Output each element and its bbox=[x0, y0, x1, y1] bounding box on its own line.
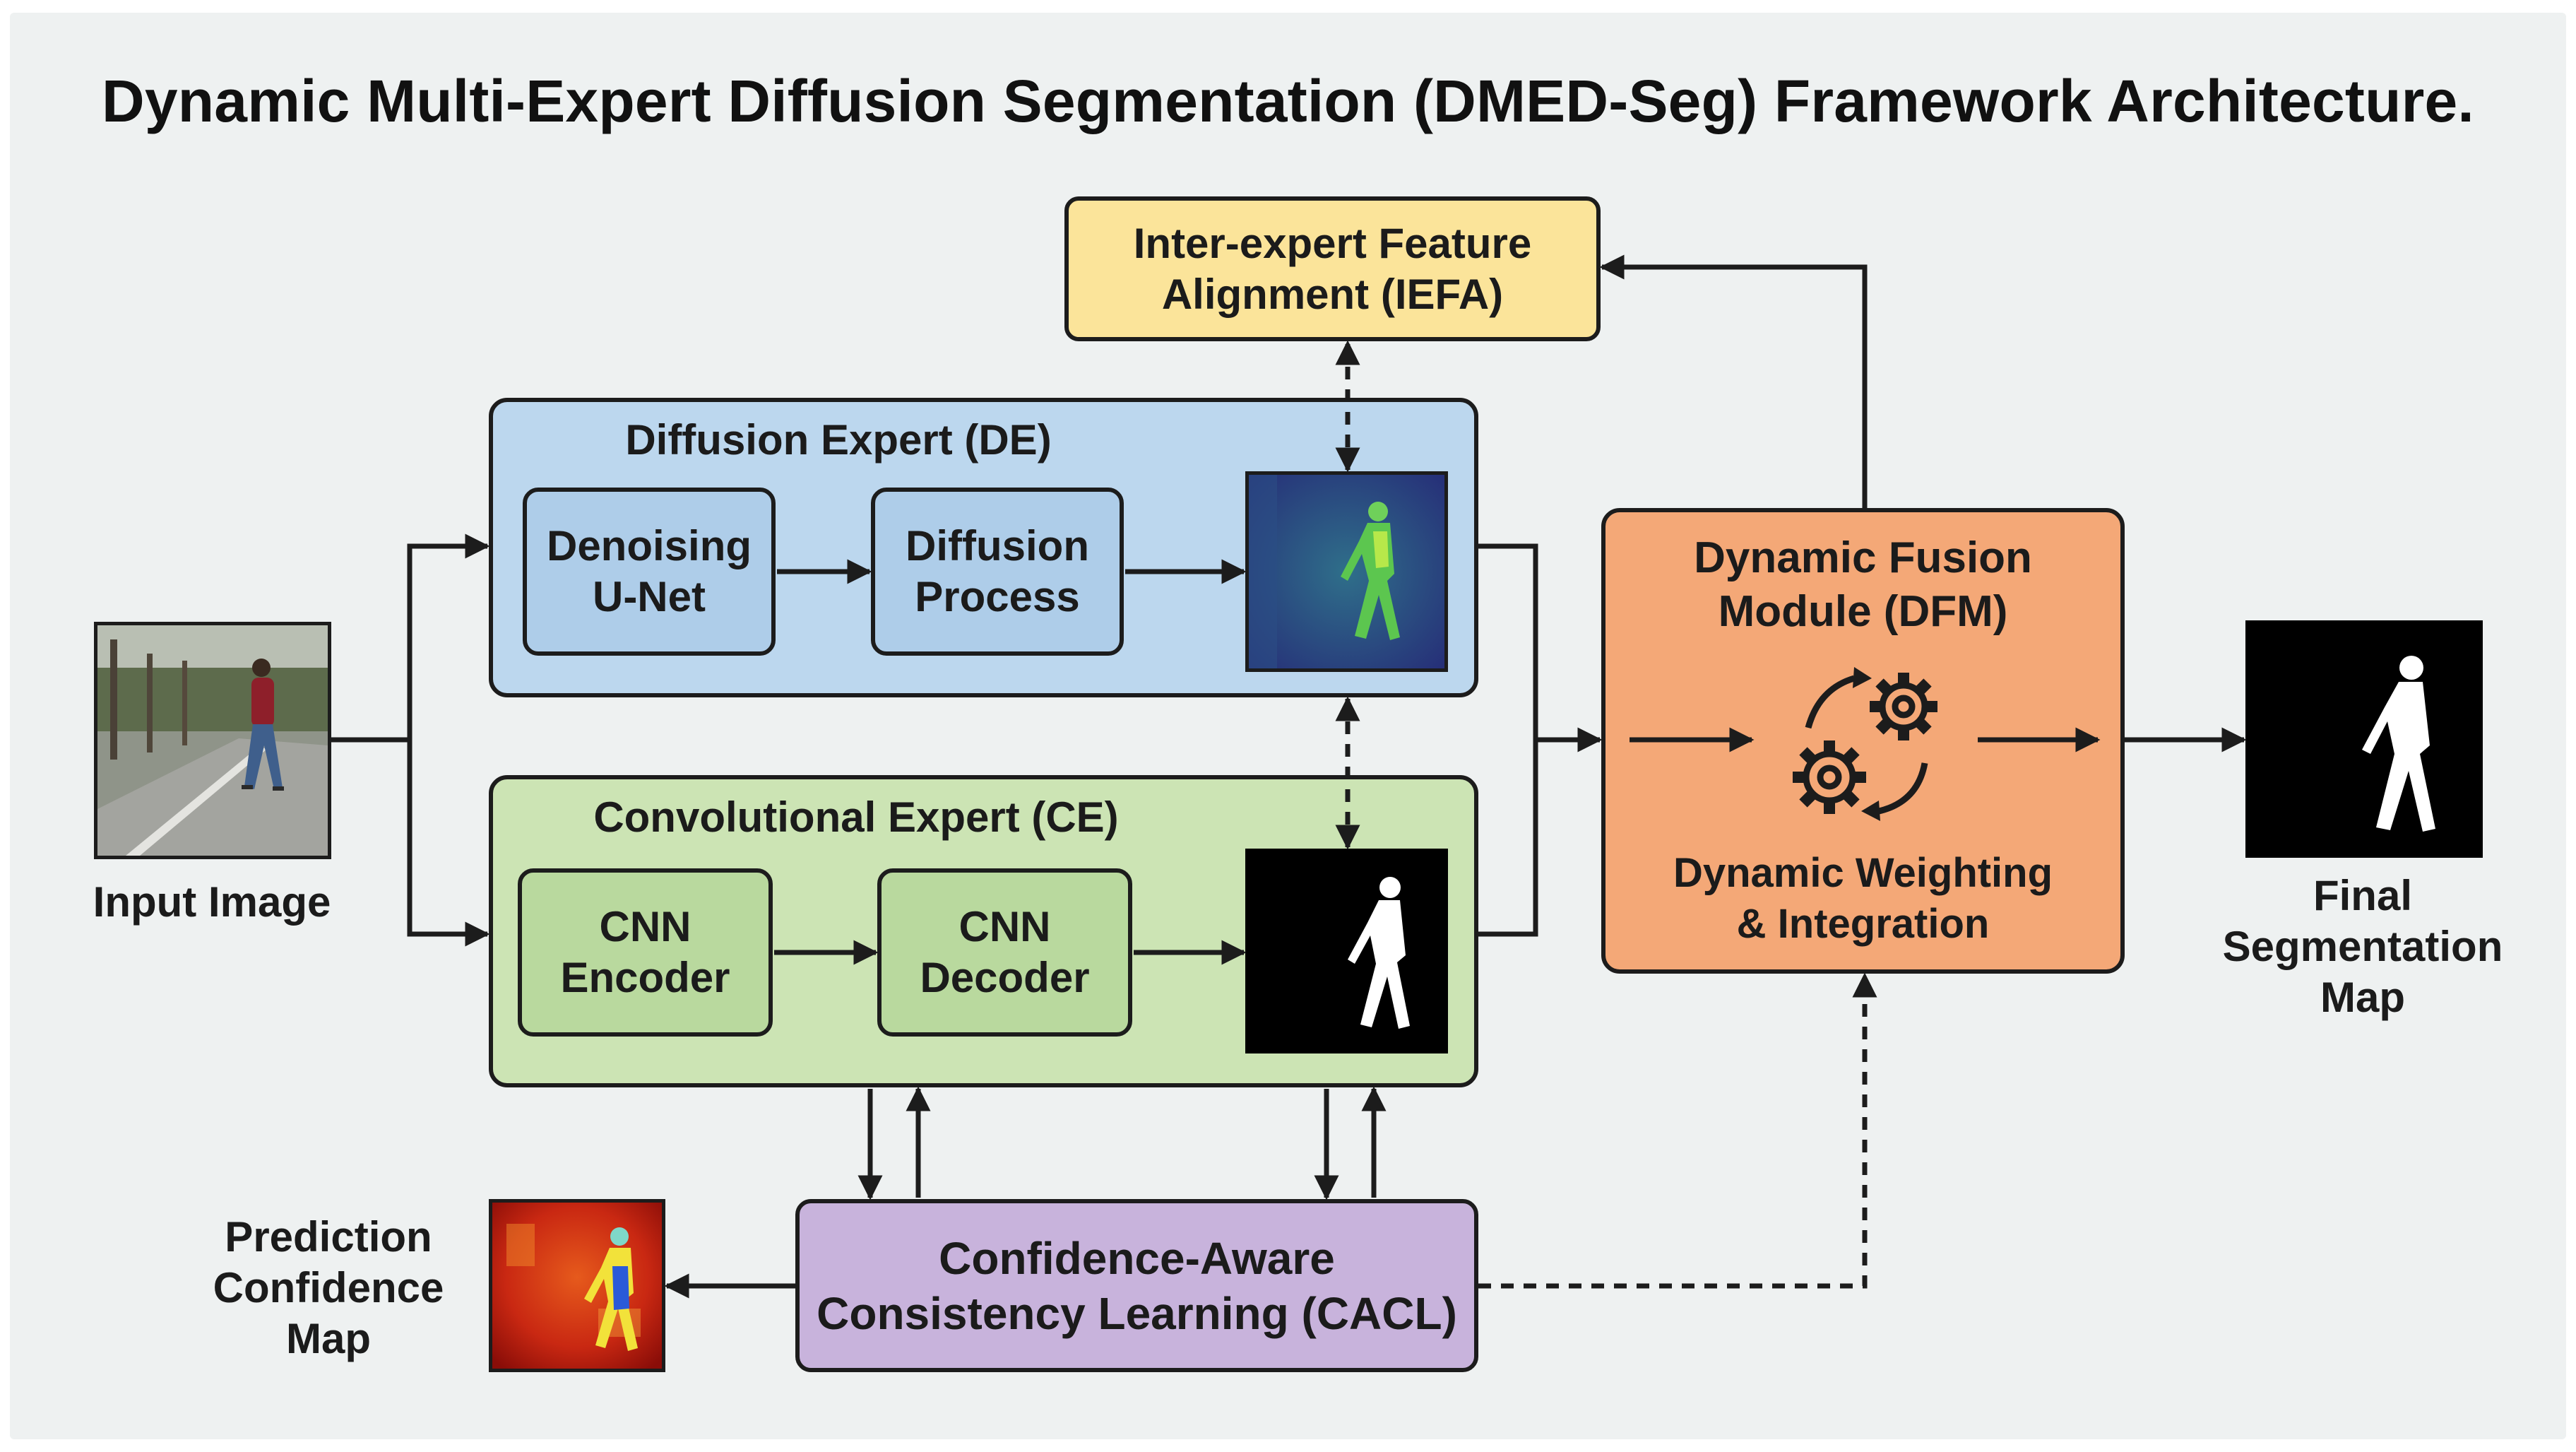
cacl-line1: Confidence-Aware bbox=[939, 1232, 1335, 1284]
prediction-confidence-map-image bbox=[489, 1199, 665, 1372]
gears-icon bbox=[1766, 657, 1978, 834]
denoising-unet-block: Denoising U-Net bbox=[523, 488, 776, 656]
cnn-output-mask-image bbox=[1245, 849, 1448, 1053]
diffusion-process-line1: Diffusion bbox=[906, 522, 1089, 569]
final-segmentation-map-image bbox=[2245, 620, 2483, 858]
input-image bbox=[94, 622, 331, 859]
final-map-line1: Final bbox=[2313, 872, 2412, 919]
final-map-line3: Map bbox=[2320, 974, 2405, 1021]
confidence-map-line2: Confidence bbox=[213, 1264, 444, 1311]
cacl-to-dfm-dashed-arrow bbox=[1478, 972, 1877, 1289]
diffusion-expert-title: Diffusion Expert (DE) bbox=[625, 416, 1052, 464]
cnn-decoder-line2: Decoder bbox=[920, 954, 1090, 1001]
dfm-subtitle-line1: Dynamic Weighting bbox=[1673, 850, 2053, 896]
diffusion-output-image bbox=[1245, 471, 1448, 672]
dfm-title-line2: Module (DFM) bbox=[1718, 587, 2008, 636]
confidence-map-line1: Prediction bbox=[225, 1213, 432, 1261]
denoising-unet-line2: U-Net bbox=[592, 573, 706, 620]
branch-to-de-arrow bbox=[407, 533, 490, 740]
confidence-map-line3: Map bbox=[286, 1315, 371, 1362]
branch-to-ce-arrow bbox=[407, 740, 490, 947]
denoising-unet-line1: Denoising bbox=[546, 522, 752, 569]
final-map-line2: Segmentation bbox=[2222, 923, 2503, 970]
diffusion-process-line2: Process bbox=[915, 573, 1080, 620]
de-to-merge-connector bbox=[1478, 543, 1538, 937]
cnn-decoder-block: CNN Decoder bbox=[877, 868, 1132, 1037]
cacl-box: Confidence-Aware Consistency Learning (C… bbox=[795, 1199, 1478, 1372]
dfm-subtitle-line2: & Integration bbox=[1736, 901, 1990, 947]
cnn-encoder-line2: Encoder bbox=[560, 954, 730, 1001]
cnn-encoder-line1: CNN bbox=[599, 903, 692, 950]
diagram-title: Dynamic Multi-Expert Diffusion Segmentat… bbox=[102, 68, 2474, 134]
input-image-label: Input Image bbox=[93, 878, 331, 926]
diffusion-process-block: Diffusion Process bbox=[871, 488, 1124, 656]
cnn-encoder-block: CNN Encoder bbox=[518, 868, 773, 1037]
dfm-to-iefa-arrow bbox=[1599, 254, 1868, 508]
iefa-box: Inter-expert Feature Alignment (IEFA) bbox=[1064, 196, 1601, 341]
cacl-line2: Consistency Learning (CACL) bbox=[817, 1287, 1457, 1339]
iefa-line1: Inter-expert Feature bbox=[1133, 219, 1532, 267]
cnn-decoder-line1: CNN bbox=[958, 903, 1051, 950]
dfm-title-line1: Dynamic Fusion bbox=[1694, 533, 2032, 582]
iefa-line2: Alignment (IEFA) bbox=[1161, 270, 1504, 318]
convolutional-expert-title: Convolutional Expert (CE) bbox=[593, 793, 1119, 841]
